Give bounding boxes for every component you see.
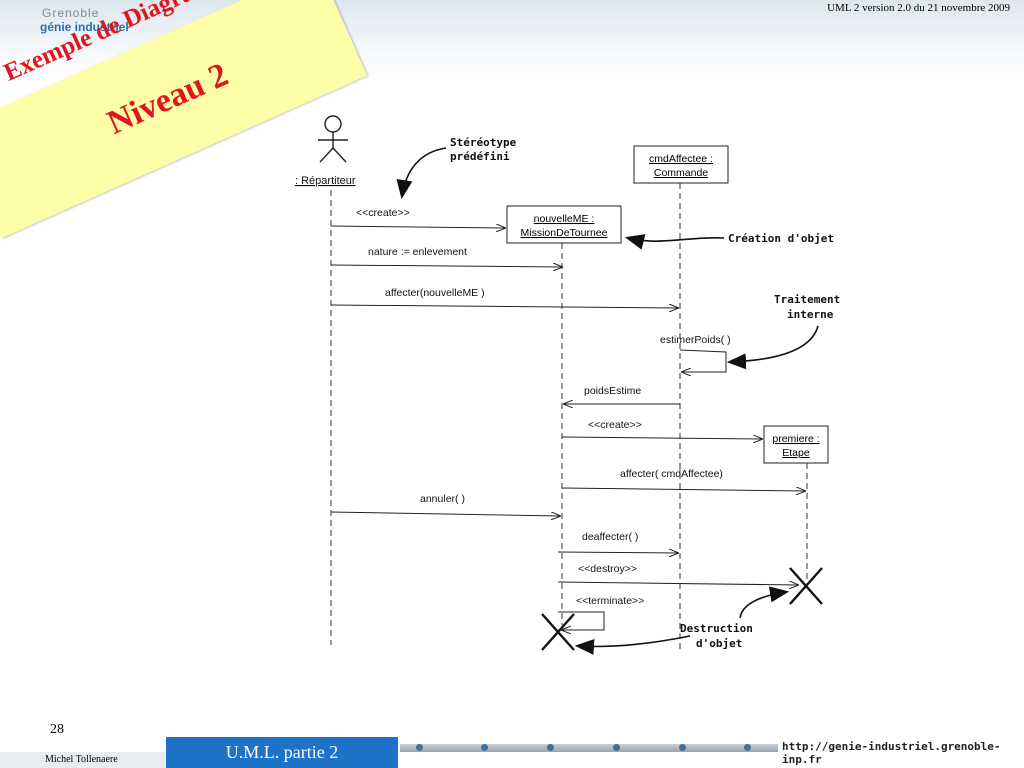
message-label: deaffecter( ) <box>582 531 638 543</box>
message-estimerpoids-self <box>679 349 727 372</box>
lifeline-premiere-type: Etape <box>782 447 810 459</box>
lifeline-premiere-name: premiere : <box>772 433 819 445</box>
footer-band-left <box>0 752 166 768</box>
footer-dot <box>481 744 488 751</box>
footer-url[interactable]: http://genie-industriel.grenoble-inp.fr <box>782 740 1001 766</box>
message-nature <box>330 265 562 267</box>
annotation-stereotype-line2: prédéfini <box>450 150 510 163</box>
lifeline-cmdaffectee-box: cmdAffectee : Commande <box>633 145 729 184</box>
logo-text-school: génie industriel <box>40 20 129 34</box>
logo-text-city: Grenoble <box>42 6 100 20</box>
footer-band <box>400 744 778 752</box>
message-affecter <box>330 305 678 308</box>
annotation-traitement-line1: Traitement <box>774 293 840 306</box>
message-label: affecter( cmdAffectee) <box>620 468 723 480</box>
annotation-arrow-destruction-premiere <box>739 586 790 619</box>
footer-dot <box>679 744 686 751</box>
message-label: estimerPoids( ) <box>660 334 731 346</box>
footer-dot <box>547 744 554 751</box>
message-label: <<create>> <box>356 207 410 219</box>
author-label: Michel Tollenaere <box>45 754 118 765</box>
message-terminate-self <box>558 611 605 630</box>
message-label: affecter(nouvelleME ) <box>385 287 485 299</box>
annotation-destruction-line1: Destruction <box>680 622 753 635</box>
message-create-premiere <box>561 437 762 439</box>
destruction-x-premiere-icon <box>789 567 823 605</box>
message-label: poidsEstime <box>584 385 641 397</box>
annotation-arrow-stereotype <box>396 147 447 200</box>
page-number: 28 <box>50 722 64 737</box>
destruction-x-nouvelleme-icon <box>541 613 575 651</box>
message-label: nature := enlevement <box>368 246 467 258</box>
annotation-destruction-line2: d'objet <box>696 637 742 650</box>
sequence-diagram: : Répartiteur nouvelleME : MissionDeTour… <box>295 115 840 655</box>
lifeline-nouvelleme-box: nouvelleME : MissionDeTournee <box>506 205 622 244</box>
footer-dot <box>613 744 620 751</box>
annotation-stereotype-line1: Stéréotype <box>450 136 517 149</box>
message-affecter-cmd <box>561 488 805 491</box>
lifeline-cmdaffectee-name: cmdAffectee : <box>649 153 713 165</box>
lifeline-nouvelleme-name: nouvelleME : <box>534 213 595 225</box>
lifeline-cmdaffectee-type: Commande <box>654 167 708 179</box>
lifeline-repartiteur-label: : Répartiteur <box>295 175 356 187</box>
version-label: UML 2 version 2.0 du 21 novembre 2009 <box>827 2 1010 14</box>
footer-dot <box>416 744 423 751</box>
annotation-arrow-traitement <box>726 325 819 370</box>
message-label: <<destroy>> <box>578 563 637 575</box>
lifeline-nouvelleme-type: MissionDeTournee <box>521 227 608 239</box>
annotation-traitement-line2: interne <box>787 308 834 321</box>
annotation-arrow-destruction-nouvelleme <box>574 635 691 655</box>
message-destroy <box>557 582 798 585</box>
message-annuler <box>330 511 560 516</box>
course-title-badge: U.M.L. partie 2 <box>166 737 398 768</box>
message-deaffecter <box>557 552 678 553</box>
actor-repartiteur-icon <box>318 115 348 163</box>
message-label: <<terminate>> <box>576 595 644 607</box>
annotation-creation: Création d'objet <box>728 232 834 245</box>
lifeline-premiere-box: premiere : Etape <box>763 425 829 464</box>
message-label: annuler( ) <box>420 493 465 505</box>
message-create-nouvelleme <box>330 226 505 228</box>
footer-dot <box>744 744 751 751</box>
annotation-arrow-creation <box>624 234 725 250</box>
message-label: <<create>> <box>588 419 642 431</box>
